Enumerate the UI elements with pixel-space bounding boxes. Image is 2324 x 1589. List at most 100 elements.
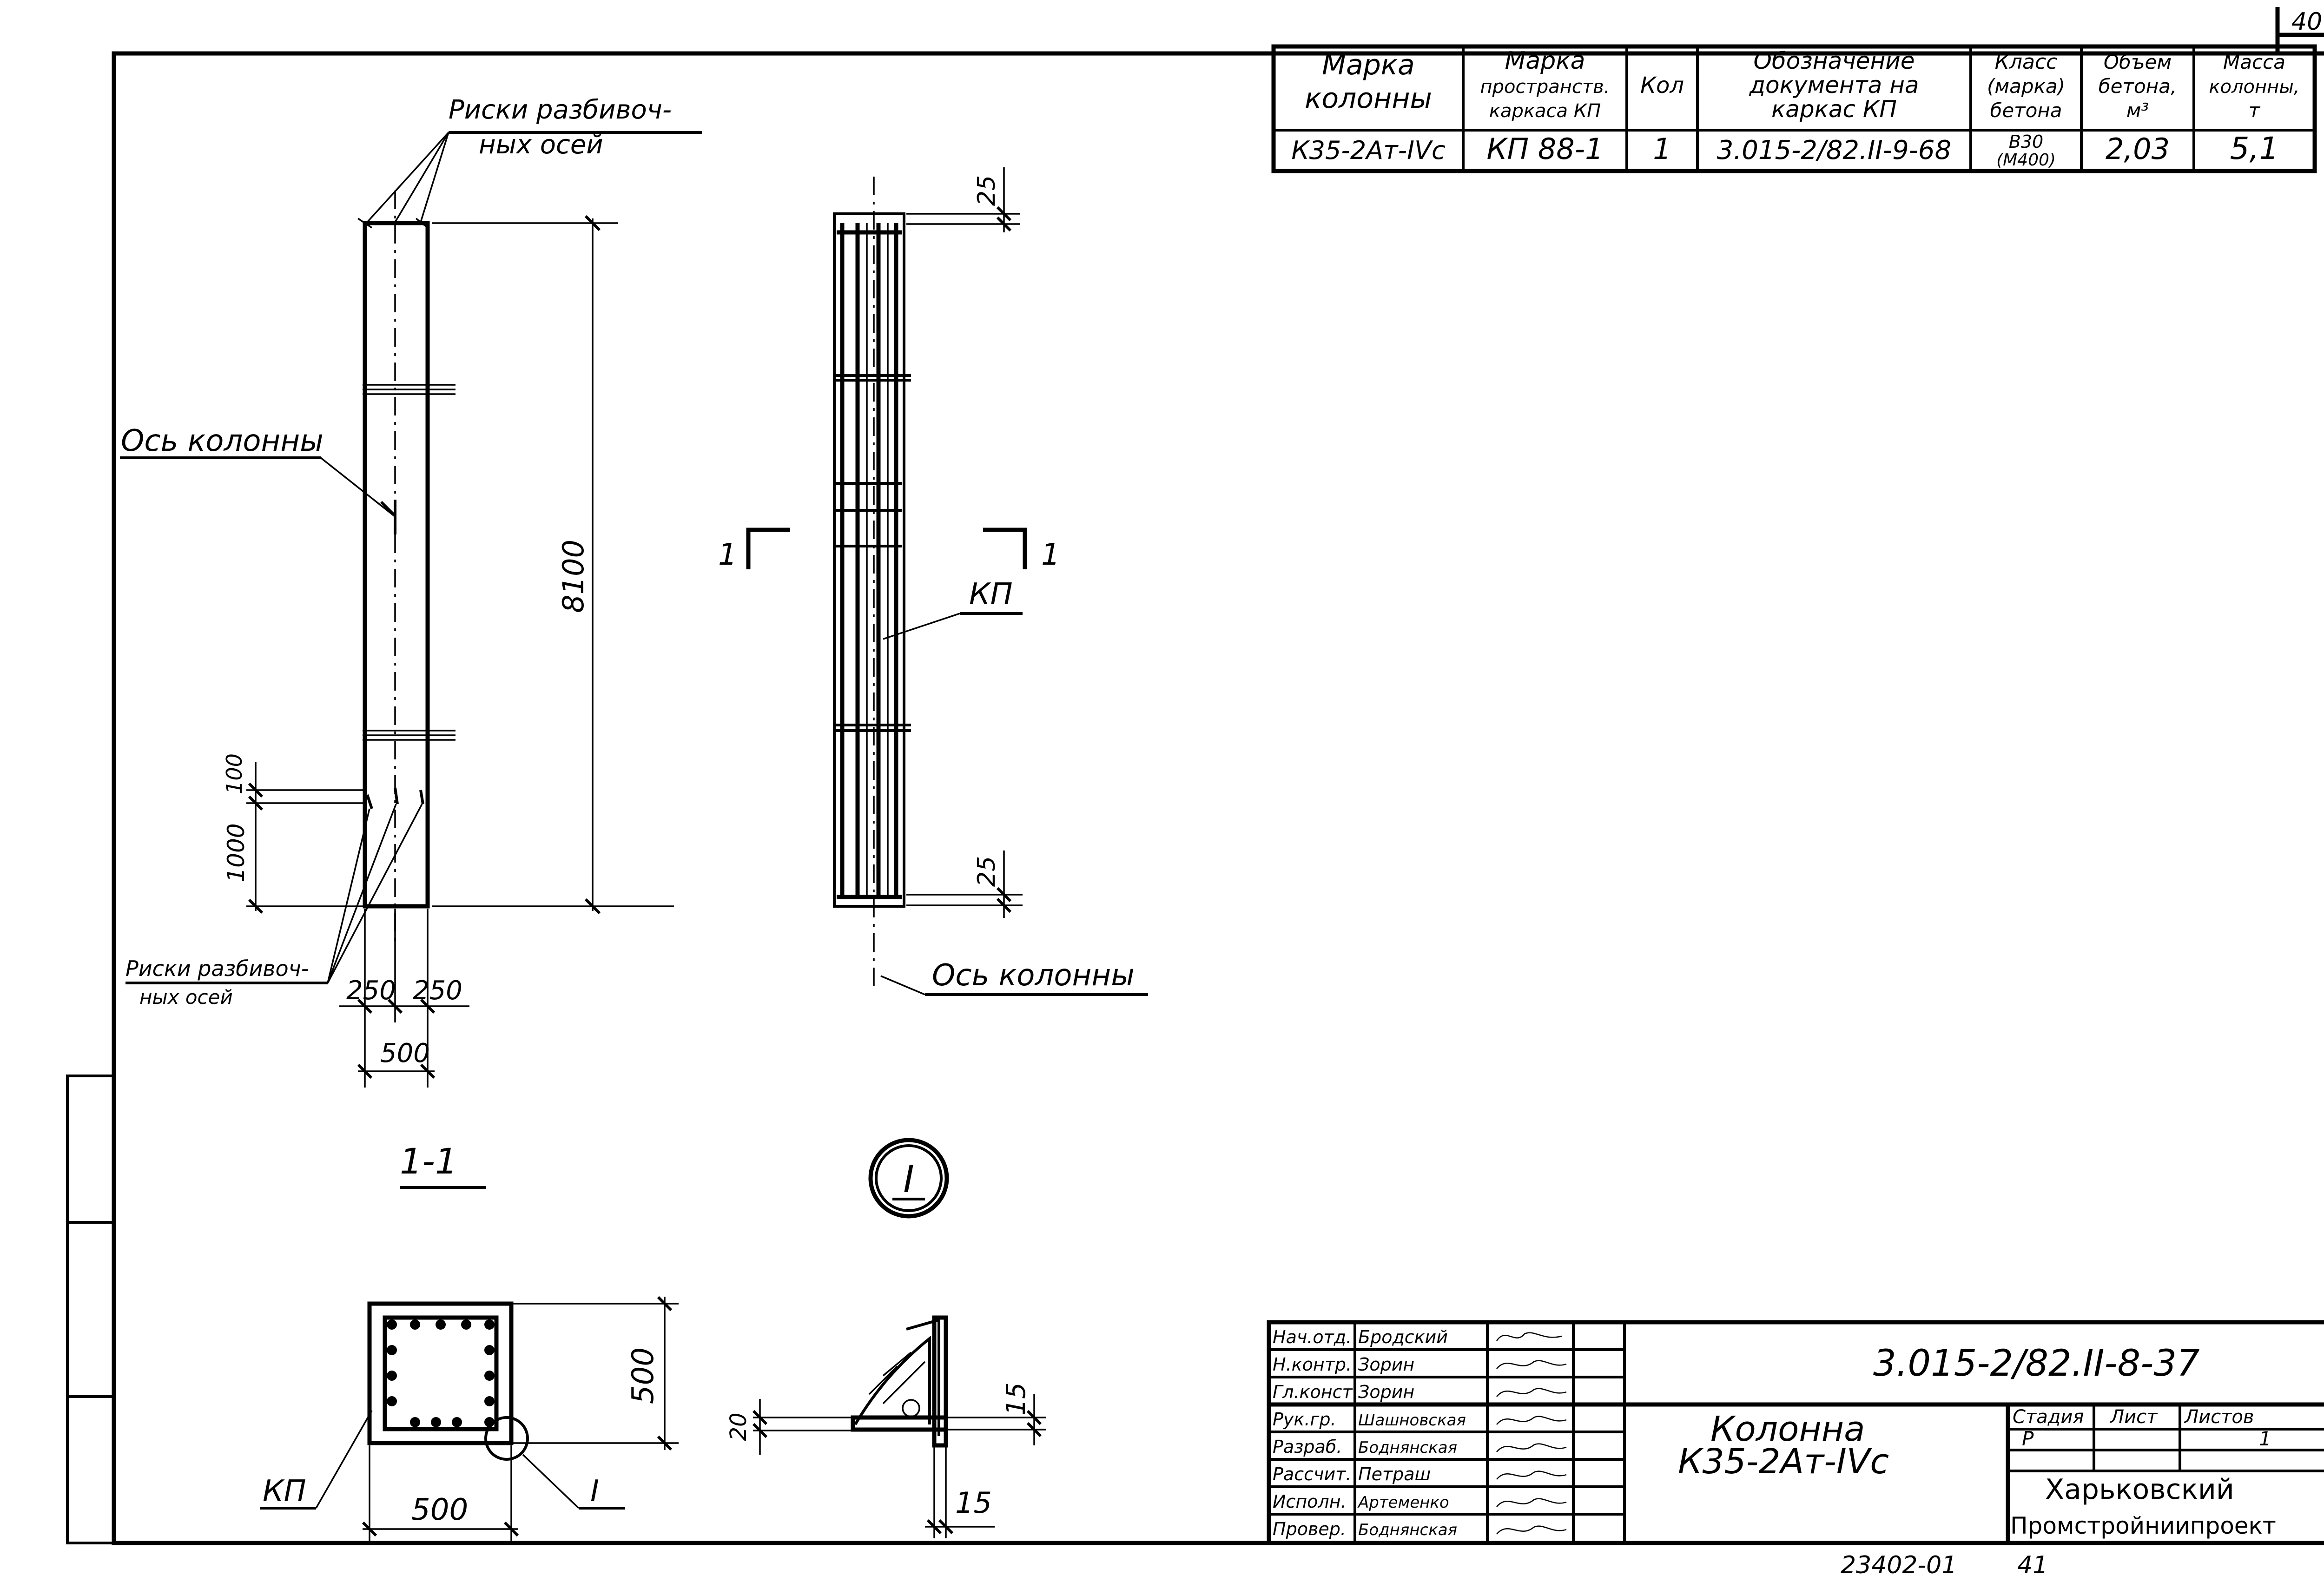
label-column-axis: Ось колонны [121,424,324,458]
detail-callout-marker [868,1138,949,1219]
cell-concrete-grade: (М400) [1996,151,2056,170]
label-kp-section: КП [263,1474,306,1509]
elevation-leaders [120,131,702,984]
signatures [1496,1332,1567,1535]
spec-table-headers: Марка колонны Марка пространств. каркаса… [1305,47,2300,123]
column-elevation [357,191,456,943]
header-mass: колонны, [2209,76,2299,98]
header-volume: Объем [2104,51,2172,73]
label-kp-cage: КП [969,577,1013,612]
role-label: Гл.конст. [1273,1382,1358,1402]
role-name: Боднянская [1358,1438,1457,1457]
header-concrete-class: (марка) [1987,75,2065,98]
section-leaders [260,1410,625,1510]
cage-dimensions [906,167,1023,918]
dimension-top-25: 25 [973,175,1001,206]
role-name: Петраш [1358,1464,1431,1484]
document-code: 3.015-2/82.II-8-37 [1873,1343,2200,1385]
header-mass: Масса [2223,51,2285,73]
header-document: каркас КП [1771,96,1897,123]
title-block [1267,1320,2324,1545]
label-marks-top: ных осей [479,130,603,160]
dimension-500: 500 [380,1038,430,1068]
header-column-mark: колонны [1305,82,1432,115]
label-callout-section: I [590,1474,599,1509]
dimension-detail-15-bottom: 15 [955,1486,992,1520]
section-dimensions [362,1296,679,1541]
role-label: Исполн. [1273,1491,1347,1512]
cell-document: 3.015-2/82.II-9-68 [1717,135,1951,165]
organization-line-2: Промстройниипроект [2010,1512,2276,1539]
role-name: Шашновская [1358,1411,1466,1430]
footer-page: 41 [2017,1551,2048,1579]
drawing-title-line-2: К35-2Ат-IVс [1678,1442,1889,1482]
header-cage-mark: Марка [1505,47,1585,75]
dimension-section-width: 500 [411,1493,468,1527]
dimension-250-right: 250 [413,976,462,1006]
footer-code: 23402-01 [1841,1551,1957,1579]
dimension-section-height: 500 [626,1347,660,1404]
header-volume: м³ [2126,99,2149,122]
label-cage-axis: Ось колонны [932,958,1135,993]
label-marks-top: Риски разбивоч- [449,95,672,125]
stage-value: Р [2022,1427,2034,1450]
spec-table-row: К35-2Ат-IVс КП 88-1 1 3.015-2/82.II-9-68… [1291,131,2278,170]
sheets-value: 1 [2259,1427,2271,1450]
role-label: Нач.отд. [1273,1327,1352,1347]
cell-volume: 2,03 [2106,132,2170,166]
cell-quantity: 1 [1653,132,1671,166]
dimension-detail-20: 20 [726,1412,752,1441]
section-mark-left: 1 [718,538,737,572]
cell-cage-mark: КП 88-1 [1486,132,1603,166]
header-document: документа на [1749,72,1919,99]
section-title: 1-1 [400,1141,457,1182]
role-label: Разраб. [1273,1437,1342,1457]
section-marks [746,527,1027,569]
sheet-frame [66,7,2324,1545]
label-marks-bottom: ных осей [139,986,233,1009]
stage-header: Стадия [2013,1406,2084,1428]
cell-concrete-class: В30 [2009,132,2043,152]
cell-mass: 5,1 [2230,131,2279,166]
dimension-height-8100: 8100 [556,540,590,613]
role-label: Провер. [1273,1519,1346,1539]
detail-i [851,1315,948,1448]
organization-line-1: Харьковский [2045,1473,2234,1506]
role-name: Артеменко [1357,1493,1449,1512]
cage-leaders [880,612,1148,996]
sheet-number: 40 [2291,8,2322,36]
role-label: Н.контр. [1273,1354,1352,1375]
role-name: Зорин [1358,1382,1414,1402]
dimension-bottom-25: 25 [973,856,1001,887]
detail-callout-label: I [903,1158,914,1201]
header-quantity: Кол [1640,73,1684,99]
spec-table [1271,44,2317,173]
header-volume: бетона, [2099,75,2177,98]
header-cage-mark: пространств. [1480,76,1610,98]
role-label: Рассчит. [1273,1464,1351,1484]
header-column-mark: Марка [1322,49,1415,81]
section-mark-right: 1 [1041,538,1060,572]
header-concrete-class: Класс [1995,50,2058,74]
role-name: Боднянская [1358,1521,1457,1539]
dimension-100: 100 [222,753,247,794]
cell-column-mark: К35-2Ат-IVс [1291,136,1445,165]
drawing-title-line-1: Колонна [1710,1409,1865,1449]
dimension-250-left: 250 [346,976,396,1006]
header-mass: т [2249,99,2261,122]
role-name: Зорин [1358,1354,1414,1375]
role-label: Рук.гр. [1273,1409,1336,1430]
detail-dimensions [752,1394,1046,1538]
sheet-header: Лист [2109,1406,2158,1428]
reinforcement-cage [833,177,911,990]
dimension-detail-15-top: 15 [1001,1382,1031,1415]
label-marks-bottom: Риски разбивоч- [125,956,309,981]
title-block-roles: Нач.отд. Бродский Н.контр. Зорин Гл.конс… [1273,1327,1466,1539]
elevation-dimensions [246,215,674,1088]
header-cage-mark: каркаса КП [1489,100,1601,122]
section-1-1 [367,1301,529,1461]
role-name: Бродский [1358,1327,1448,1347]
sheets-header: Листов [2184,1406,2254,1428]
header-document: Обозначение [1754,47,1915,74]
